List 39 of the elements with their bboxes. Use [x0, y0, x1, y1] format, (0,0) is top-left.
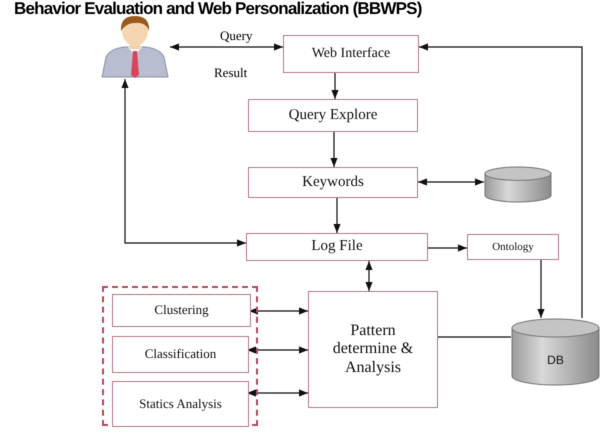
arrow	[333, 198, 341, 233]
dashed-group-box	[102, 286, 258, 426]
arrow	[428, 244, 467, 252]
arrow	[121, 79, 246, 247]
node-label: DB	[547, 354, 564, 368]
arrow	[247, 346, 308, 354]
arrow	[365, 261, 373, 291]
arrow	[330, 132, 338, 167]
edge-label: Query	[220, 28, 252, 44]
node-label: Statics Analysis	[139, 396, 222, 412]
node-label: Ontology	[492, 240, 534, 254]
process-box	[246, 233, 428, 261]
process-box	[248, 167, 418, 198]
node-label: Log File	[311, 238, 363, 256]
arrow	[247, 389, 308, 397]
text-label: Result	[214, 65, 248, 81]
arrow	[418, 178, 484, 186]
process-box	[112, 294, 251, 327]
arrow	[170, 43, 283, 51]
node-label: Clustering	[154, 303, 209, 318]
process-box	[283, 35, 419, 73]
database-icon	[484, 166, 552, 203]
process-box	[112, 336, 249, 373]
arrow	[537, 260, 545, 318]
node-label: Pattern determine & Analysis	[332, 322, 414, 378]
node-label: Web Interface	[312, 46, 390, 62]
arrow	[331, 73, 339, 99]
process-box	[112, 381, 249, 427]
node-label: Query Explore	[288, 106, 378, 124]
person-icon	[100, 15, 170, 79]
node-label: Classification	[144, 347, 216, 362]
node-label: Keywords	[302, 174, 364, 192]
process-box	[308, 291, 438, 408]
database-cylinder	[511, 318, 600, 386]
diagram-title: Behavior Evaluation and Web Personalization (BBWPS)	[14, 0, 422, 19]
process-box	[248, 99, 418, 132]
arrow	[249, 307, 308, 315]
arrow	[419, 43, 583, 318]
process-box	[467, 234, 559, 260]
